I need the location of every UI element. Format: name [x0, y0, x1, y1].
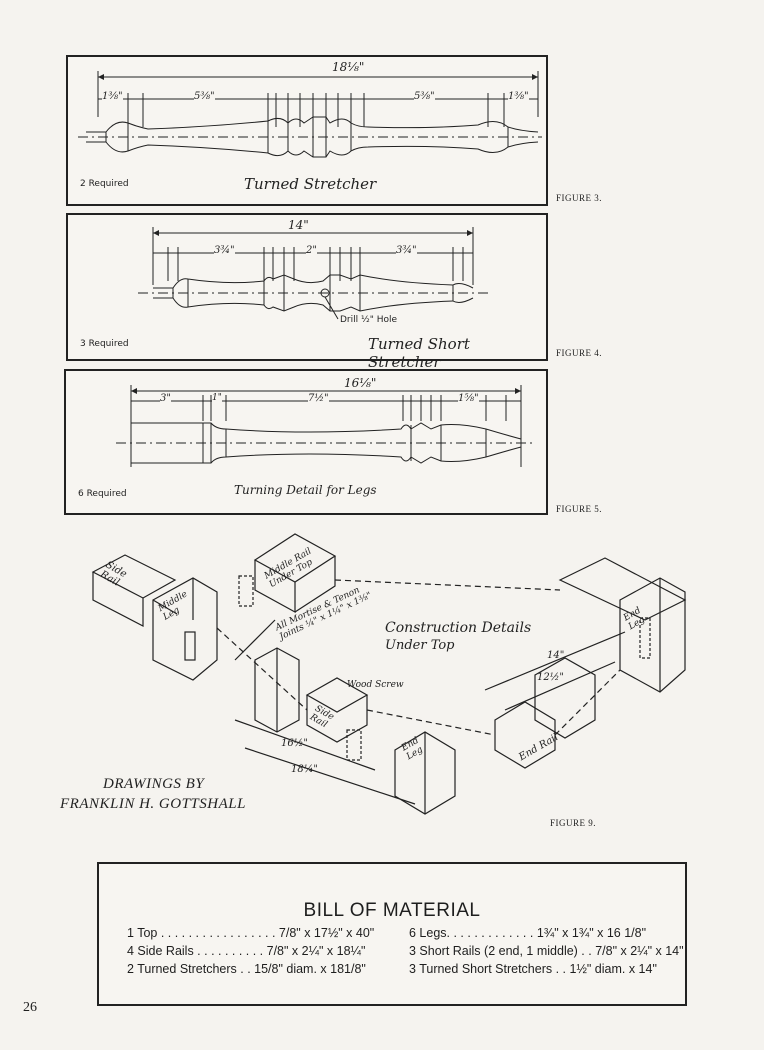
- page-number: 26: [23, 1000, 37, 1015]
- figure-3-title: Turned Stretcher: [244, 175, 377, 193]
- bill-of-material-title: BILL OF MATERIAL: [303, 900, 481, 921]
- credit-line-1: DRAWINGS BY: [103, 776, 205, 792]
- figure-5-box: 16⅛" 3" 1" 7½" 1⅝" 6 Required Turning De…: [64, 369, 548, 515]
- bom-item-short-stretchers: 3 Turned Short Stretchers . . 1½" diam. …: [409, 962, 657, 976]
- leg-turning-detail-drawing: [116, 385, 536, 467]
- figure-5-dim-long: 7½": [308, 393, 329, 404]
- figure-4-drill-note: Drill ½" Hole: [340, 315, 398, 325]
- label-construction-title-2: Under Top: [385, 638, 455, 653]
- bom-item-short-rails: 3 Short Rails (2 end, 1 middle) . . 7/8"…: [409, 944, 684, 958]
- figure-9-construction-drawing: Side Rail Middle Leg Middle Rail Under T…: [85, 520, 715, 820]
- bom-item-legs: 6 Legs. . . . . . . . . . . . . 1¾" x 1¾…: [409, 926, 647, 940]
- bill-of-material-box: BILL OF MATERIAL 1 Top . . . . . . . . .…: [97, 862, 687, 1006]
- label-dim-12: 12½": [537, 672, 565, 683]
- figure-4-caption: FIGURE 4.: [556, 348, 603, 358]
- figure-4-dim-right: 3¾": [396, 245, 417, 256]
- figure-3-required: 2 Required: [80, 179, 129, 189]
- turned-short-stretcher-drawing: [138, 227, 488, 320]
- label-dim-18: 18¼": [291, 764, 319, 775]
- figure-3-dim-middle-left: 5⅜": [194, 91, 215, 102]
- figure-4-overall-dim: 14": [286, 218, 311, 232]
- figure-3-overall-dim: 18⅛": [330, 60, 367, 74]
- figure-3-box: 18⅛" 1⅜" 5⅜" 5⅜" 1⅜" 2 Required Turned S…: [66, 55, 548, 206]
- figure-3-dim-right: 1⅜": [508, 91, 529, 102]
- figure-4-dim-center: 2": [306, 245, 317, 256]
- figure-5-dim-right: 1⅝": [458, 393, 479, 404]
- figure-4-box: 14" 3¾" 2" 3¾" Drill ½" Hole 3 Required …: [66, 213, 548, 371]
- figure-3-caption: FIGURE 3.: [556, 193, 603, 203]
- bom-item-side-rails: 4 Side Rails . . . . . . . . . . 7/8" x …: [127, 944, 366, 958]
- label-dim-16: 16½": [281, 738, 309, 749]
- figure-5-caption: FIGURE 5.: [556, 504, 603, 514]
- figure-5-dim-block: 3": [160, 393, 171, 404]
- label-dim-14: 14": [547, 650, 565, 661]
- figure-3-dim-middle-right: 5⅜": [414, 91, 435, 102]
- bom-item-turned-stretchers: 2 Turned Stretchers . . 15/8" diam. x 18…: [127, 962, 366, 976]
- figure-5-overall-dim: 16⅛": [342, 376, 379, 390]
- figure-5-dim-one-inch: 1": [212, 393, 222, 403]
- construction-details-svg: [91, 533, 687, 815]
- figure-3-dim-left: 1⅜": [102, 91, 123, 102]
- figure-4-dim-left: 3¾": [214, 245, 235, 256]
- credit-line-2: FRANKLIN H. GOTTSHALL: [60, 796, 246, 812]
- label-construction-title-1: Construction Details: [385, 620, 532, 636]
- label-wood-screw: Wood Screw: [347, 680, 404, 690]
- bom-item-top: 1 Top . . . . . . . . . . . . . . . . . …: [127, 926, 375, 940]
- figure-5-required: 6 Required: [78, 489, 127, 499]
- turned-stretcher-drawing: [78, 71, 542, 158]
- figure-4-title: Turned Short Stretcher: [368, 335, 470, 371]
- figure-9-caption: FIGURE 9.: [550, 818, 597, 828]
- figure-4-required: 3 Required: [80, 339, 129, 349]
- figure-5-title: Turning Detail for Legs: [234, 483, 377, 497]
